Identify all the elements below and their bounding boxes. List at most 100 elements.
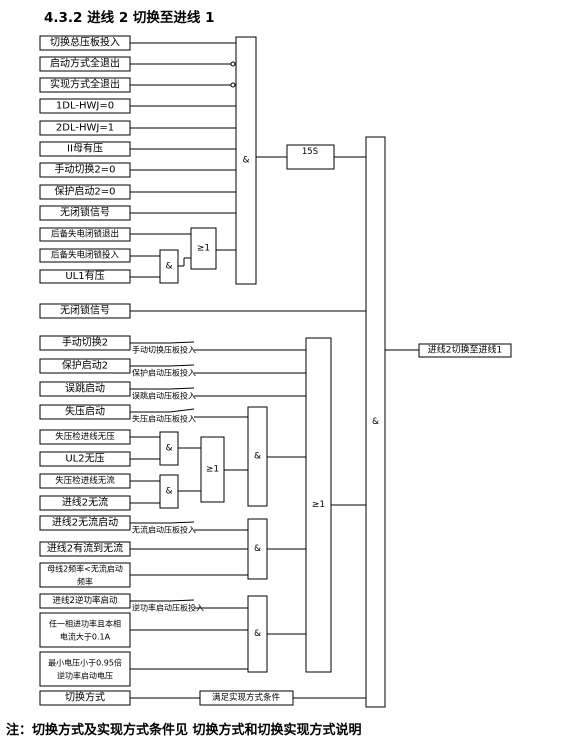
- switch-mode-input: [39, 690, 131, 706]
- start-input-1-label: 手动切换2: [62, 336, 108, 349]
- and-gate-final: [365, 136, 386, 708]
- reverse-input-2-label-2: 电流大于0.1A: [60, 632, 111, 642]
- nocurrent-input-2: [39, 541, 131, 557]
- reverse-input-2-label-1: 任一相进功率且本相: [49, 619, 121, 629]
- start-input-2: [39, 358, 131, 374]
- plate-switch-blade: [169, 599, 195, 602]
- and-gate-main: [235, 36, 257, 285]
- input-backup-on-label: 后备失电闭锁投入: [51, 250, 120, 261]
- and-gate-reverse: [247, 595, 268, 673]
- input-backup-on: [39, 248, 131, 263]
- or-gate-top: [190, 227, 217, 270]
- footer-note: 注：切换方式及实现方式条件见 切换方式和切换实现方式说明: [6, 723, 362, 738]
- or-gate-top-symbol: ≥1: [197, 244, 210, 254]
- input-9: [39, 205, 131, 221]
- and-gate-nocurrent-symbol: &: [254, 544, 261, 554]
- and-gate-reverse-symbol: &: [254, 629, 261, 639]
- loss-input-4: [39, 495, 131, 511]
- input-8: [39, 184, 131, 200]
- section-title: 4.3.2 进线 2 切换至进线 1: [44, 10, 215, 26]
- nocurrent-input-3: [39, 562, 131, 588]
- reverse-input-3-label-1: 最小电压小于0.95倍: [48, 658, 122, 668]
- start-input-2-label: 保护启动2: [62, 359, 108, 372]
- and-gate-small: [159, 249, 179, 284]
- and-gate-loss-main-symbol: &: [254, 452, 261, 462]
- input-9-label: 无闭锁信号: [60, 206, 110, 219]
- start-input-1: [39, 335, 131, 351]
- plate-label-2: 保护启动压板投入: [132, 368, 196, 378]
- switch-cond-box: [199, 690, 294, 706]
- nocurrent-input-1-label: 进线2无流启动: [52, 516, 118, 529]
- input-no-lock-label: 无闭锁信号: [60, 304, 110, 317]
- plate-switch-blade: [169, 341, 195, 344]
- reverse-input-2: [39, 612, 131, 648]
- reverse-input-1-label: 进线2逆功率启动: [53, 595, 118, 606]
- start-input-3: [39, 381, 131, 397]
- switch-mode-input-label: 切换方式: [65, 691, 105, 704]
- input-ul1-label: UL1有压: [65, 269, 104, 282]
- or-gate-start: [305, 337, 332, 673]
- input-backup-off: [39, 227, 131, 242]
- inverter-bubble: [230, 82, 236, 88]
- plate-label-3: 误跳启动压板投入: [132, 391, 196, 401]
- input-8-label: 保护启动2=0: [54, 185, 115, 198]
- reverse-input-3: [39, 651, 131, 687]
- plate-switch-blade: [169, 408, 195, 413]
- nocurrent-input-3-label-1: 母线2频率<无流启动: [47, 564, 123, 574]
- reverse-input-3-label-2: 逆功率启动电压: [57, 671, 113, 681]
- output-label: 进线2切换至进线1: [428, 344, 502, 356]
- nocurrent-plate-label: 无流启动压板投入: [132, 525, 196, 535]
- reverse-plate-label: 逆功率启动压板投入: [132, 603, 204, 613]
- start-input-3-label: 误跳启动: [65, 382, 105, 395]
- input-4-label: 1DL-HWJ=0: [56, 101, 114, 112]
- loss-input-3-label: 失压检进线无流: [55, 475, 115, 486]
- input-6: [39, 141, 131, 157]
- start-input-4-label: 失压启动: [65, 405, 105, 418]
- and-gate-loss-main: [247, 406, 268, 507]
- plate-switch-blade: [169, 387, 195, 390]
- input-2-label: 启动方式全退出: [50, 57, 120, 70]
- inverter-bubble: [230, 61, 236, 67]
- start-input-4: [39, 404, 131, 420]
- input-backup-off-label: 后备失电闭锁退出: [51, 229, 119, 240]
- or-gate-loss-symbol: ≥1: [206, 465, 219, 475]
- input-2: [39, 56, 131, 72]
- input-5: [39, 120, 131, 136]
- plate-label-4: 失压启动压板投入: [132, 414, 196, 424]
- and-gate-loss-1-symbol: &: [165, 444, 172, 454]
- loss-input-1-label: 失压检进线无压: [55, 431, 115, 442]
- input-no-lock: [39, 303, 131, 319]
- and-gate-small-symbol: &: [165, 262, 172, 272]
- loss-input-4-label: 进线2无流: [62, 496, 108, 509]
- switch-cond-label: 满足实现方式条件: [212, 692, 281, 703]
- timer-label: 15S: [302, 147, 318, 157]
- timer-block: [286, 144, 335, 170]
- plate-switch-blade: [169, 364, 195, 367]
- and-gate-final-symbol: &: [372, 417, 379, 427]
- and-gate-loss-2: [159, 474, 179, 509]
- input-7: [39, 162, 131, 178]
- plate-label-1: 手动切换压板投入: [132, 345, 196, 355]
- or-gate-loss: [200, 436, 225, 503]
- reverse-input-1: [39, 593, 131, 609]
- input-1-label: 切换总压板投入: [50, 36, 120, 49]
- loss-input-3: [39, 473, 131, 489]
- input-7-label: 手动切换2=0: [54, 163, 115, 176]
- and-gate-nocurrent: [247, 518, 268, 580]
- loss-input-1: [39, 429, 131, 445]
- input-5-label: 2DL-HWJ=1: [56, 123, 114, 134]
- loss-input-2-label: UL2无压: [65, 453, 104, 465]
- plate-switch-blade: [169, 521, 195, 524]
- or-gate-start-symbol: ≥1: [312, 500, 325, 510]
- input-3-label: 实现方式全退出: [50, 78, 120, 91]
- input-1: [39, 35, 131, 51]
- input-6-label: II母有压: [67, 142, 103, 155]
- input-4: [39, 98, 131, 114]
- and-gate-loss-1: [159, 431, 179, 466]
- and-gate-main-symbol: &: [242, 156, 249, 166]
- input-ul1: [39, 269, 131, 284]
- nocurrent-input-2-label: 进线2有流到无流: [47, 542, 123, 555]
- input-3: [39, 77, 131, 93]
- nocurrent-input-1: [39, 515, 131, 531]
